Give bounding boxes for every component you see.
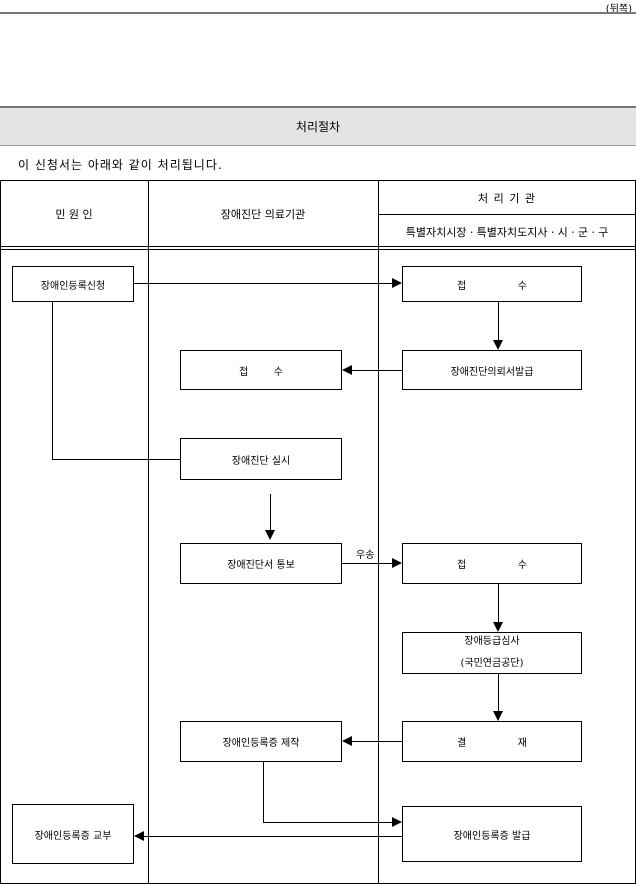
mail-label: 우송	[356, 550, 375, 561]
card-make-box: 장애인등록증 제작	[180, 721, 342, 762]
section-title-bar: 처리절차	[0, 106, 636, 146]
top-rule	[0, 12, 636, 14]
card-deliver-label: 장애인등록증 교부	[34, 830, 112, 842]
arrow-request-head	[342, 365, 352, 375]
diagnosis-label: 장애진단 실시	[231, 455, 291, 467]
approve-right: 재	[517, 738, 527, 749]
header-hospital: 장애진단 의료기관	[220, 208, 306, 221]
arrow-receipt1-head	[493, 340, 503, 350]
header-applicant: 민 원 인	[55, 208, 93, 221]
card-make-label: 장애인등록증 제작	[222, 738, 300, 749]
arrow-receipt2-head	[493, 622, 503, 632]
approve-left: 결	[457, 738, 467, 749]
arrow-approve-line	[352, 741, 402, 742]
receipt2-right: 수	[517, 560, 527, 571]
arrow-apply-head	[392, 278, 402, 288]
notify-label: 장애진단서 통보	[227, 560, 295, 571]
hosp-receipt-right: 수	[273, 366, 283, 378]
arrow-notify-head	[392, 558, 402, 568]
header-agency: 처 리 기 관	[478, 192, 536, 205]
arrow-diagnosis-head	[265, 530, 275, 540]
arrow-request-line	[352, 370, 402, 371]
header-rule-2	[0, 249, 636, 250]
grade-review-sub: (국민연금공단)	[460, 658, 524, 669]
grade-review-label: 장애등급심사	[464, 636, 520, 647]
arrow-cardmake-line	[263, 822, 392, 823]
apply-label: 장애인등록신청	[40, 280, 106, 292]
receipt1-left: 접	[457, 280, 467, 292]
agency-header-divider	[378, 214, 636, 215]
arrow-issue-line	[144, 836, 402, 837]
line-cardmake-down	[263, 762, 264, 822]
arrow-review-line	[498, 674, 499, 711]
notify-box: 장애진단서 통보	[180, 543, 342, 584]
header-agency-sub: 특별자치시장ㆍ특별자치도지사ㆍ시ㆍ군ㆍ구	[405, 226, 609, 239]
card-issue-label: 장애인등록증 발급	[453, 830, 531, 842]
issue-request-box: 장애진단의뢰서발급	[402, 350, 582, 390]
page-side-note: (뒤쪽)	[605, 4, 632, 15]
arrow-cardmake-head	[392, 817, 402, 827]
diagnosis-box: 장애진단 실시	[180, 438, 342, 480]
hosp-receipt-left: 접	[239, 366, 249, 378]
section-title: 처리절차	[295, 120, 341, 134]
arrow-notify-line	[342, 563, 392, 564]
arrow-approve-head	[342, 736, 352, 746]
arrow-diagnosis-line	[270, 494, 271, 530]
arrow-review-head	[493, 711, 503, 721]
arrow-apply-line	[134, 283, 392, 284]
card-deliver-box: 장애인등록증 교부	[12, 804, 134, 864]
issue-request-label: 장애진단의뢰서발급	[450, 366, 534, 378]
arrow-receipt1-line	[498, 302, 499, 340]
receipt2-left: 접	[457, 560, 467, 571]
apply-box: 장애인등록신청	[12, 266, 134, 302]
arrow-receipt2-line	[498, 584, 499, 622]
column-divider-2	[378, 180, 379, 884]
arrow-issue-head	[134, 831, 144, 841]
intro-text: 이 신청서는 아래와 같이 처리됩니다.	[18, 158, 223, 172]
receipt1-right: 수	[517, 280, 527, 292]
grade-review-box: 장애등급심사 (국민연금공단)	[402, 632, 582, 674]
line-applicant-to-diagnosis	[52, 459, 180, 460]
column-divider-1	[148, 180, 149, 884]
card-issue-box: 장애인등록증 발급	[402, 806, 582, 862]
line-applicant-down	[52, 302, 53, 459]
header-rule-1	[0, 246, 636, 247]
